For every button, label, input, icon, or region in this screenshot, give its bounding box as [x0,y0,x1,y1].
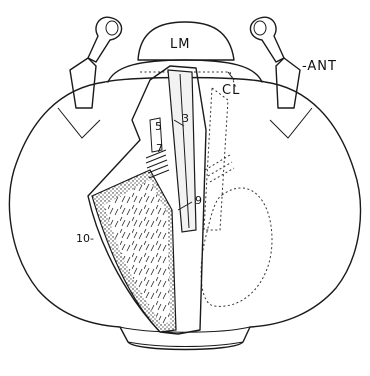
right-dashed-rod [204,88,228,230]
left-suture [58,108,100,138]
label-5: 5 [155,120,162,133]
label-3: 3 [182,112,189,125]
right-dashed-fibers [205,155,234,182]
right-suture [270,108,312,138]
label-7: 7 [156,142,163,155]
neck-line [128,342,243,347]
label-cl: CL [222,83,240,98]
label-9: 9 [195,194,202,207]
right-antenna [250,17,300,108]
label-lm: LM [170,37,190,52]
right-dashed-lobe [201,188,272,306]
label-ant: -ANT [302,59,337,74]
left-antenna [70,17,122,108]
occipital-margin [120,327,250,332]
label-10: 10- [76,232,94,245]
